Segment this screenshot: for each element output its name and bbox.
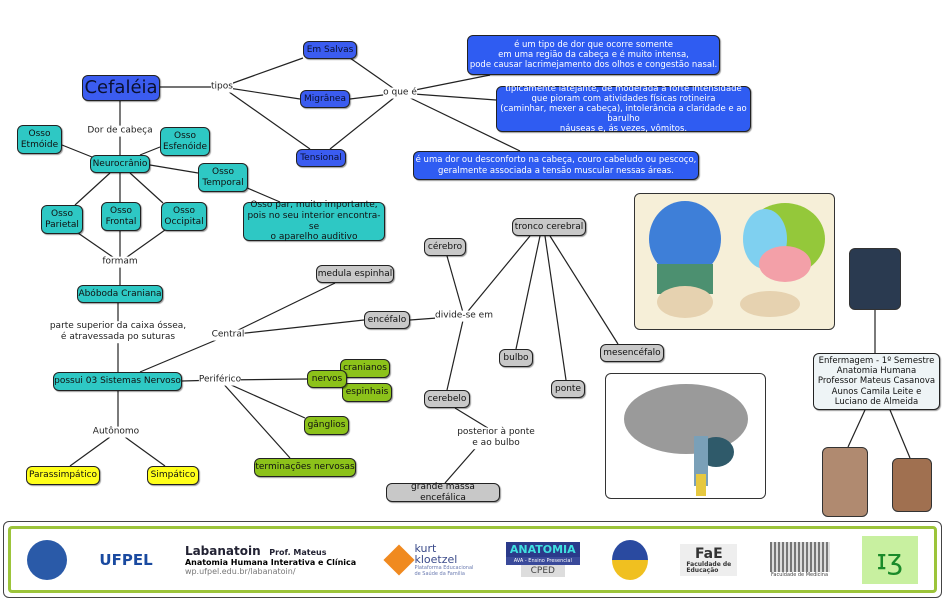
node-terminacoes[interactable]: terminações nervosas bbox=[254, 458, 356, 477]
link-formam: formam bbox=[102, 256, 138, 268]
link-periferico: Periférico bbox=[198, 374, 242, 386]
node-neurocranio[interactable]: Neurocrânio bbox=[90, 155, 150, 173]
node-simpatico[interactable]: Simpático bbox=[147, 466, 199, 485]
link-dor-de-cabeca: Dor de cabeça bbox=[87, 125, 153, 137]
node-ponte[interactable]: ponte bbox=[551, 380, 585, 398]
node-occipital[interactable]: Osso Occipital bbox=[161, 202, 207, 231]
node-etmoide[interactable]: Osso Etmóide bbox=[17, 125, 62, 154]
famed-logo: Faculdade de Medicina bbox=[769, 541, 830, 578]
brain-image bbox=[605, 373, 766, 499]
node-temporal[interactable]: Osso Temporal bbox=[198, 163, 248, 192]
link-parte-superior: parte superior da caixa óssea, é atraves… bbox=[49, 321, 187, 343]
link-central: Central bbox=[211, 329, 245, 341]
node-desc-tensional[interactable]: é uma dor ou desconforto na cabeça, cour… bbox=[413, 151, 699, 180]
link-posterior: posterior à ponte e ao bulbo bbox=[457, 427, 535, 449]
anatomia-cped-logo: ANATOMIA AVA - Ensino Presencial CPED bbox=[505, 542, 580, 577]
node-tensional[interactable]: Tensional bbox=[296, 149, 346, 167]
node-tronco[interactable]: tronco cerebral bbox=[512, 218, 586, 236]
student-photo-camila bbox=[822, 447, 868, 517]
node-esfenoide[interactable]: Osso Esfenóide bbox=[160, 127, 210, 156]
node-mesencefalo[interactable]: mesencéfalo bbox=[600, 344, 664, 362]
footer-banner: UFPEL Labanatoin Prof. Mateus Anatomia H… bbox=[3, 521, 942, 598]
ufrgs-seal-logo bbox=[27, 539, 68, 580]
node-temporal-desc[interactable]: Osso par, muito importante, pois no seu … bbox=[243, 200, 385, 242]
professor-photo bbox=[849, 248, 901, 310]
link-autonomo: Autônomo bbox=[92, 426, 140, 438]
node-sistemas[interactable]: possui 03 Sistemas Nervoso bbox=[53, 372, 182, 391]
student-photo-luciano bbox=[892, 458, 932, 512]
shield-logo bbox=[612, 539, 649, 580]
labanatoin-logo: Labanatoin Prof. Mateus Anatomia Humana … bbox=[184, 543, 357, 576]
node-cranianos[interactable]: cranianos bbox=[340, 359, 390, 378]
node-desc-salvas[interactable]: é um tipo de dor que ocorre somente em u… bbox=[467, 35, 720, 75]
node-bulbo[interactable]: bulbo bbox=[499, 349, 533, 367]
node-cefaleia[interactable]: Cefaléia bbox=[82, 75, 160, 101]
node-cerebelo[interactable]: cerebelo bbox=[424, 390, 470, 408]
ib-logo: ɪʒ bbox=[861, 535, 918, 584]
link-tipos: tipos bbox=[211, 81, 233, 93]
node-ganglios[interactable]: gânglios bbox=[304, 416, 349, 435]
info-box: Enfermagem - 1º Semestre Anatomia Humana… bbox=[813, 353, 940, 410]
node-encefalo[interactable]: encéfalo bbox=[364, 311, 410, 329]
node-cerebro[interactable]: cérebro bbox=[424, 238, 466, 256]
node-migranea[interactable]: Migrânea bbox=[300, 90, 350, 108]
node-aboboda[interactable]: Abóboda Craniana bbox=[77, 285, 163, 303]
node-desc-migranea[interactable]: tipicamente latejante, de moderada a for… bbox=[496, 84, 751, 134]
node-nervos[interactable]: nervos bbox=[307, 370, 347, 388]
node-espinhais[interactable]: espinhais bbox=[342, 383, 392, 402]
node-parietal[interactable]: Osso Parietal bbox=[41, 205, 83, 234]
node-frontal[interactable]: Osso Frontal bbox=[101, 202, 141, 231]
node-medula[interactable]: medula espinhal bbox=[316, 265, 394, 283]
ufpel-logo: UFPEL bbox=[99, 550, 153, 569]
node-grande-massa[interactable]: grande massa encefálica bbox=[386, 482, 500, 503]
skull-image bbox=[634, 193, 835, 330]
link-divide: divide-se em bbox=[435, 310, 493, 322]
node-parassimpatico[interactable]: Parassimpático bbox=[26, 466, 100, 485]
node-em-salvas[interactable]: Em Salvas bbox=[303, 41, 357, 59]
link-o-que-e: o que é bbox=[383, 87, 417, 99]
